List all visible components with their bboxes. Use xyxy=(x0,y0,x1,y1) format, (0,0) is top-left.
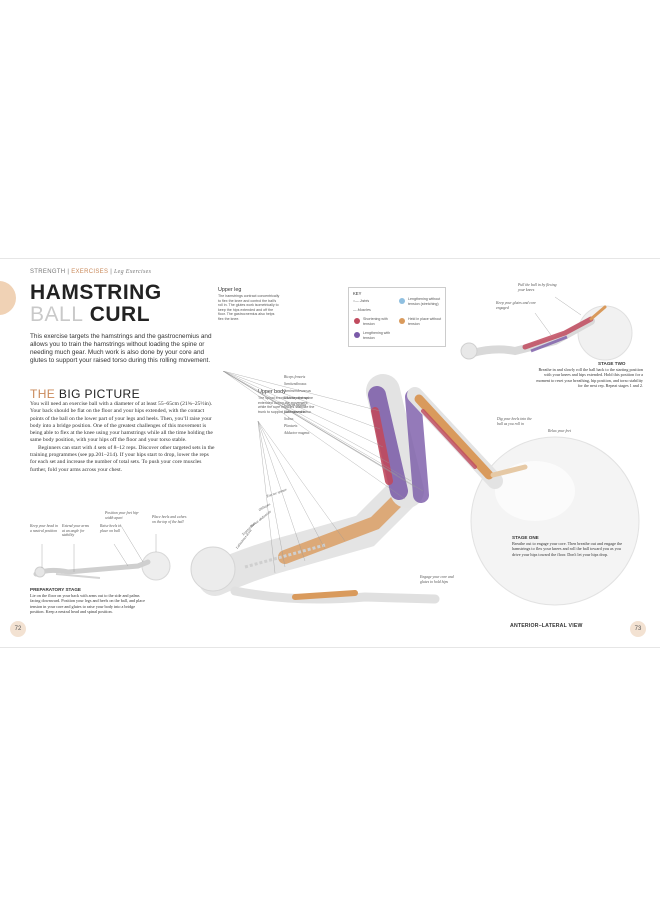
page-title-line1: HAMSTRING xyxy=(30,281,162,304)
header-subsection: EXERCISES xyxy=(71,269,109,275)
label-plantaris: Plantaris xyxy=(284,424,298,428)
prep-tip-calves: Place heels and calves on the top of the… xyxy=(152,515,187,524)
big-picture-text: You will need an exercise ball with a di… xyxy=(30,401,216,474)
label-gluteus-medius: Gluteus medius xyxy=(284,403,307,407)
prep-tip-arms: Extend your arms at an angle for stabili… xyxy=(62,524,89,538)
lengthening-swatch xyxy=(354,332,360,338)
key-item-joints: ○— Joints xyxy=(353,299,370,303)
page-number-right: 73 xyxy=(630,621,646,637)
book-spread: STRENGTH | EXERCISES | Leg Exercises HAM… xyxy=(0,258,660,648)
preparatory-stage-text: Lie on the floor on your back with arms … xyxy=(30,593,146,615)
stage-two-tip-pull: Pull the ball in by flexing your knees xyxy=(518,283,557,292)
big-picture-paragraph-2: Beginners can start with 4 sets of 8–12 … xyxy=(30,444,215,473)
key-legend: KEY ○— Joints — Muscles Shortening with … xyxy=(348,287,446,347)
held-swatch xyxy=(399,318,405,324)
key-item-stretching: Lengthening without tension (stretching) xyxy=(408,297,441,306)
key-title: KEY xyxy=(353,291,362,296)
tip-dig-heels: Dig your heels into the ball as you roll… xyxy=(497,417,532,426)
tip-relax-feet: Relax your feet xyxy=(548,429,571,433)
preparatory-stage-label: PREPARATORY STAGE xyxy=(30,587,81,592)
stage-two-tip-core: Keep your glutes and core engaged xyxy=(496,301,536,310)
running-header: STRENGTH | EXERCISES | Leg Exercises xyxy=(30,269,152,275)
chapter-tab xyxy=(0,281,16,315)
header-chapter: Leg Exercises xyxy=(114,269,152,275)
shortening-swatch xyxy=(354,318,360,324)
stage-one-label: STAGE ONE xyxy=(512,535,539,540)
page-number-left: 72 xyxy=(10,621,26,637)
big-picture-paragraph-1: You will need an exercise ball with a di… xyxy=(30,401,213,444)
view-label: ANTERIOR–LATERAL VIEW xyxy=(510,623,583,629)
stage-two-label: STAGE TWO xyxy=(598,361,626,366)
joint-symbol-icon: ○— xyxy=(353,299,359,303)
stretching-swatch xyxy=(399,298,405,304)
prep-tip-heels: Raise heels to place on ball xyxy=(100,524,122,533)
upper-leg-callout: Upper leg The hamstrings contract concen… xyxy=(218,287,280,322)
prep-tip-feet: Position your feet hip-width apart xyxy=(105,511,140,520)
intro-paragraph: This exercise targets the hamstrings and… xyxy=(30,333,212,365)
key-item-lengthening: Lengthening with tension xyxy=(363,331,391,340)
stage-one-text: Breathe out to engage your core. Then br… xyxy=(512,541,623,557)
muscle-symbol-icon: — xyxy=(353,308,357,312)
preparatory-illustration xyxy=(33,523,171,581)
key-item-held: Held in place without tension xyxy=(408,317,442,326)
upper-body-title: Upper body xyxy=(258,389,286,395)
label-gluteus-maximus: Gluteus maximus xyxy=(284,396,309,400)
header-section: STRENGTH xyxy=(30,269,66,275)
stage-two-text: Breathe in and slowly roll the ball back… xyxy=(536,367,643,389)
upper-body-callout: Upper body The spinal erectors keep the … xyxy=(258,389,316,414)
upper-leg-text: The hamstrings contract concentrically t… xyxy=(218,294,280,321)
prep-tip-head: Keep your head in a neutral position xyxy=(30,524,58,533)
key-item-muscles: — Muscles xyxy=(353,308,371,312)
label-semitendinosus: Semitendinosus xyxy=(284,382,307,386)
page-title-line2: BALL CURL xyxy=(30,303,151,326)
label-gastrocnemius: Gastrocnemius xyxy=(284,410,306,414)
main-anatomy-illustration xyxy=(190,371,640,606)
key-item-shortening: Shortening with tension xyxy=(363,317,388,326)
label-semimembranosus: Semimembranosus xyxy=(284,389,311,393)
label-soleus: Soleus xyxy=(284,417,294,421)
stage-two-illustration xyxy=(460,296,633,361)
upper-leg-title: Upper leg xyxy=(218,287,242,293)
label-adductor-magnus: Adductor magnus xyxy=(284,431,310,435)
upper-body-text: The spinal erectors keep the spine exten… xyxy=(258,396,315,414)
label-biceps-femoris: Biceps femoris xyxy=(284,375,306,379)
section-title: THE BIG PICTURE xyxy=(30,387,141,401)
tip-engage-core: Engage your core and glutes to hold hips xyxy=(420,575,454,584)
